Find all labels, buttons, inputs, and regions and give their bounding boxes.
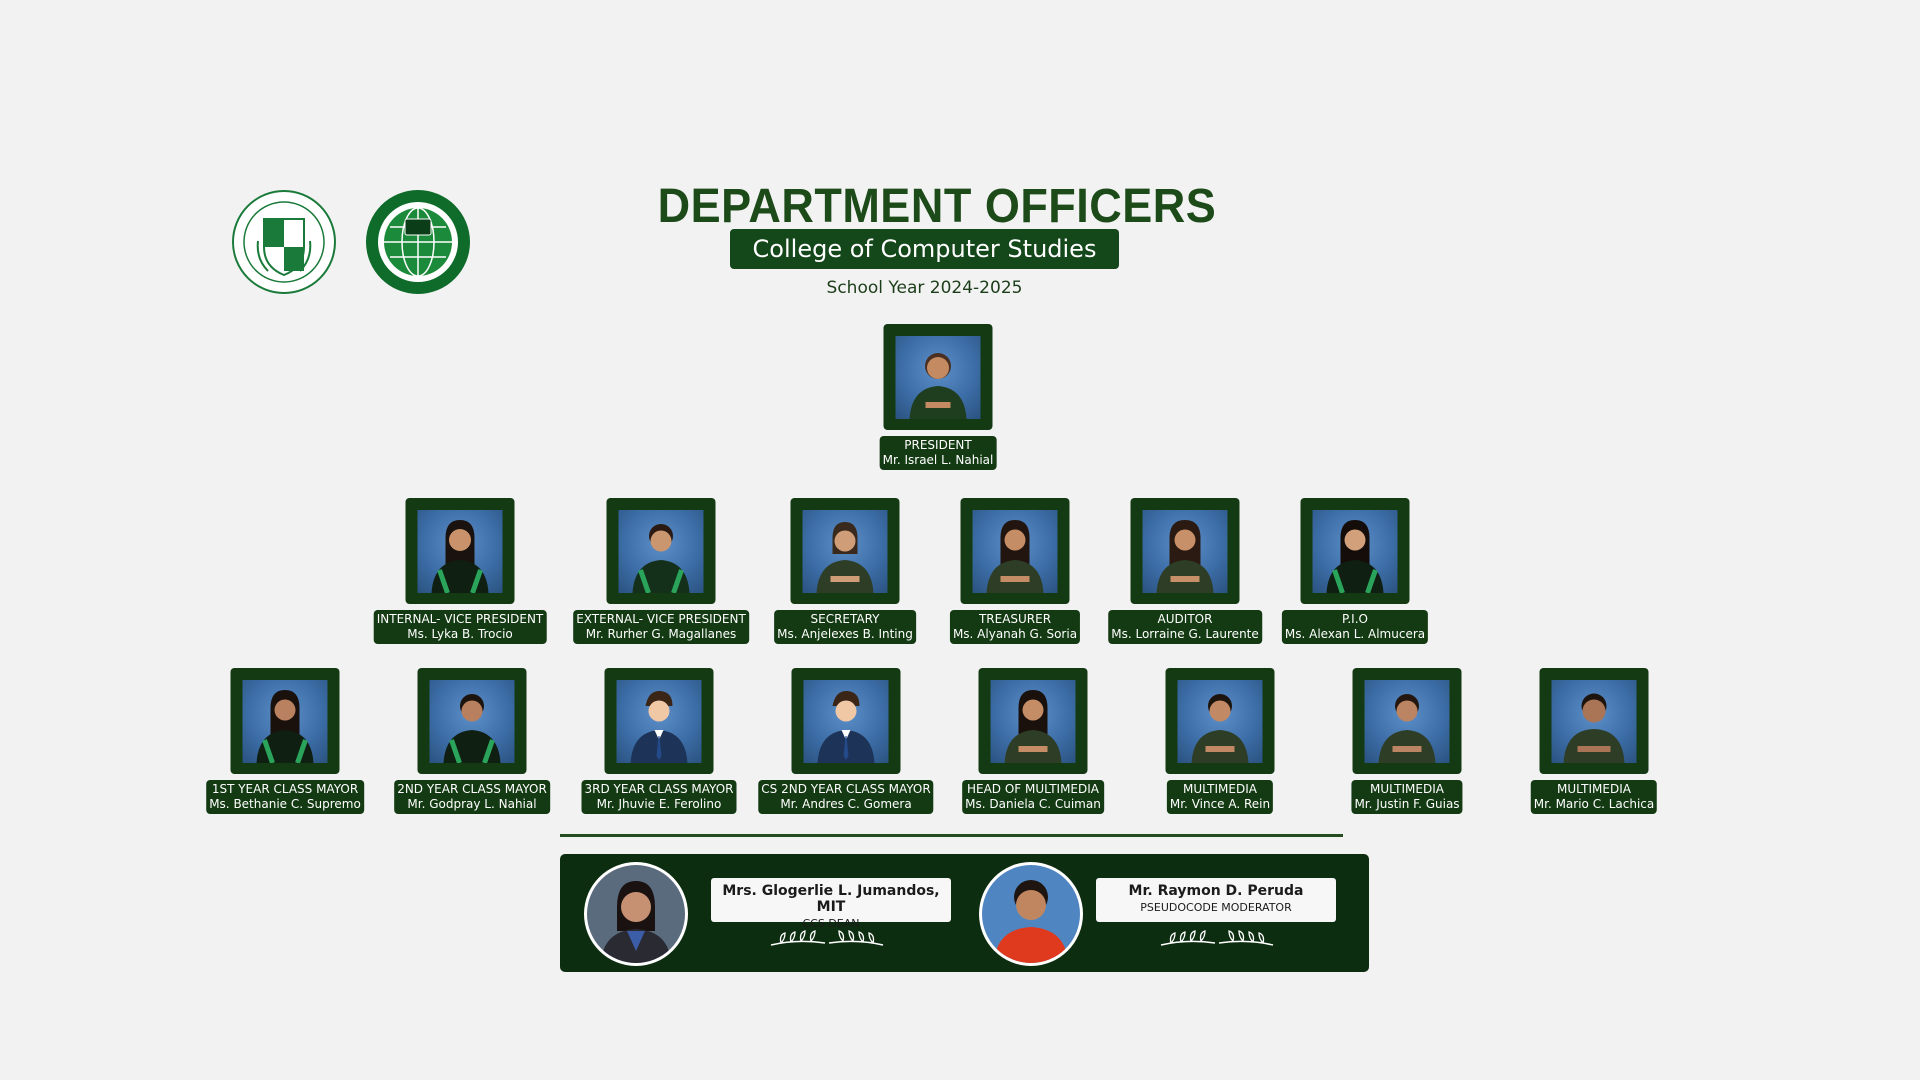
officer-photo [242,680,328,763]
officer-photo [990,680,1076,763]
officer-label: SECRETARY Ms. Anjelexes B. Inting [774,610,916,644]
officer-role: EXTERNAL- VICE PRESIDENT [576,612,746,626]
officer-role: INTERNAL- VICE PRESIDENT [376,612,544,626]
officer-name: Mr. Jhuvie E. Ferolino [596,797,722,811]
officer-photo [1312,510,1398,593]
officer-photo [802,510,888,593]
school-year-text: School Year 2024-2025 [826,278,1023,298]
officer-label: PRESIDENT Mr. Israel L. Nahial [879,436,997,470]
laurel-ornament [767,929,887,951]
officer-photo [1142,510,1228,593]
photo-frame [960,498,1070,604]
officer-label: EXTERNAL- VICE PRESIDENT Mr. Rurher G. M… [573,610,749,644]
adviser-card-dean: Mrs. Glogerlie L. Jumandos, MIT CCS DEAN [711,878,951,930]
officer-role: MULTIMEDIA [1370,782,1444,796]
officer-label: 2ND YEAR CLASS MAYOR Mr. Godpray L. Nahi… [394,780,550,814]
officer-photo [417,510,503,593]
officer-photo [895,336,981,419]
officer-name: Ms. Alexan L. Almucera [1284,627,1426,641]
photo-frame [791,668,901,774]
officer-label: TREASURER Ms. Alyanah G. Soria [949,610,1081,644]
officer-label: CS 2ND YEAR CLASS MAYOR Mr. Andres C. Go… [758,780,934,814]
officer-label: 1ST YEAR CLASS MAYOR Ms. Bethanie C. Sup… [206,780,364,814]
adviser-card-moderator: Mr. Raymon D. Peruda PSEUDOCODE MODERATO… [1096,878,1336,922]
officer-role: 2ND YEAR CLASS MAYOR [397,782,547,796]
officer-name: Mr. Godpray L. Nahial [407,797,537,811]
adviser-name: Mr. Raymon D. Peruda [1128,883,1304,899]
photo-frame [606,498,716,604]
officer-name: Mr. Rurher G. Magallanes [585,627,737,641]
officer-name: Mr. Andres C. Gomera [780,797,912,811]
photo-frame [978,668,1088,774]
officer-label: MULTIMEDIA Mr. Vince A. Rein [1166,780,1274,814]
officer-label: P.I.O Ms. Alexan L. Almucera [1281,610,1429,644]
officer-role: MULTIMEDIA [1183,782,1257,796]
photo-frame [1165,668,1275,774]
officer-photo [1551,680,1637,763]
officer-photo [803,680,889,763]
officer-role: MULTIMEDIA [1557,782,1631,796]
officer-label: AUDITOR Ms. Lorraine G. Laurente [1108,610,1262,644]
adviser-role: PSEUDOCODE MODERATOR [1140,901,1292,914]
officer-photo [618,510,704,593]
officer-name: Ms. Alyanah G. Soria [952,627,1078,641]
photo-frame [1352,668,1462,774]
laurel-ornament [1157,929,1277,951]
officer-role: P.I.O [1342,612,1368,626]
officer-name: Ms. Bethanie C. Supremo [209,797,361,811]
photo-frame [230,668,340,774]
officer-label: 3RD YEAR CLASS MAYOR Mr. Jhuvie E. Ferol… [581,780,737,814]
officer-role: SECRETARY [810,612,880,626]
officer-photo [616,680,702,763]
officer-photo [1364,680,1450,763]
ccs-seal-logo [365,189,471,295]
photo-frame [1539,668,1649,774]
officer-name: Ms. Lorraine G. Laurente [1111,627,1259,641]
section-divider [560,834,1343,837]
officer-label: INTERNAL- VICE PRESIDENT Ms. Lyka B. Tro… [373,610,547,644]
officer-photo [1177,680,1263,763]
officer-name: Ms. Daniela C. Cuiman [965,797,1101,811]
photo-frame [883,324,993,430]
officer-name: Ms. Lyka B. Trocio [407,627,513,641]
officer-name: Mr. Israel L. Nahial [882,453,994,467]
officer-name: Mr. Vince A. Rein [1169,797,1271,811]
officer-name: Mr. Mario C. Lachica [1533,797,1655,811]
college-subtitle: College of Computer Studies [730,229,1119,269]
officer-role: AUDITOR [1157,612,1213,626]
photo-frame [1300,498,1410,604]
officer-label: HEAD OF MULTIMEDIA Ms. Daniela C. Cuiman [962,780,1104,814]
photo-frame [790,498,900,604]
officer-role: 3RD YEAR CLASS MAYOR [584,782,734,796]
photo-frame [405,498,515,604]
officer-label: MULTIMEDIA Mr. Justin F. Guias [1351,780,1463,814]
la-salle-seal-logo [231,189,337,295]
advisers-panel: Mrs. Glogerlie L. Jumandos, MIT CCS DEAN… [560,854,1369,972]
officer-role: CS 2ND YEAR CLASS MAYOR [761,782,931,796]
page-title: DEPARTMENT OFFICERS [657,177,1217,233]
officer-role: HEAD OF MULTIMEDIA [966,782,1099,796]
officer-name: Ms. Anjelexes B. Inting [777,627,913,641]
adviser-photo-dean [584,862,688,966]
adviser-role: CCS DEAN [802,917,860,930]
officer-role: 1ST YEAR CLASS MAYOR [211,782,359,796]
photo-frame [604,668,714,774]
photo-frame [1130,498,1240,604]
adviser-photo-moderator [979,862,1083,966]
officer-photo [429,680,515,763]
officer-label: MULTIMEDIA Mr. Mario C. Lachica [1530,780,1658,814]
officer-role: TREASURER [978,612,1052,626]
adviser-name: Mrs. Glogerlie L. Jumandos, MIT [722,883,940,915]
officer-photo [972,510,1058,593]
officer-role: PRESIDENT [904,438,972,452]
photo-frame [417,668,527,774]
officer-name: Mr. Justin F. Guias [1354,797,1460,811]
